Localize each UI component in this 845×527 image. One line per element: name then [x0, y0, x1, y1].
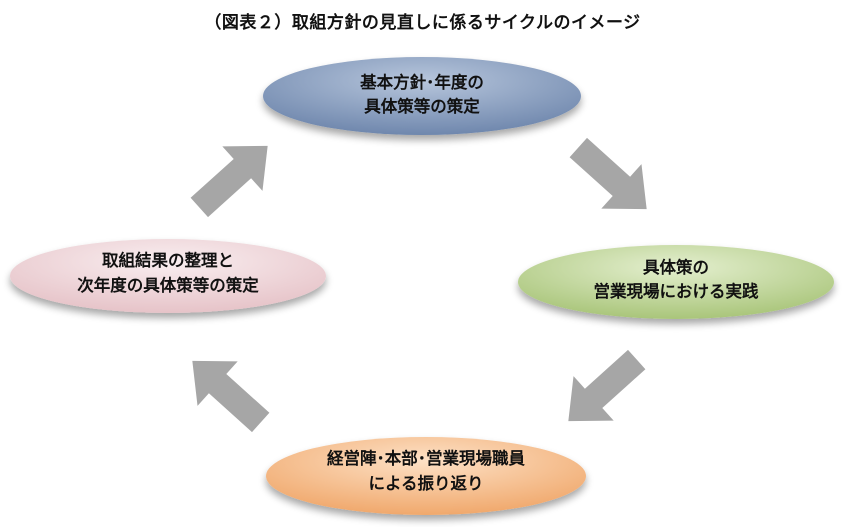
node-right-ellipse — [518, 245, 834, 319]
node-top-ellipse — [263, 57, 581, 135]
node-bottom-ellipse — [266, 437, 586, 515]
node-top-line2: 具体策等の策定 — [364, 96, 480, 116]
node-bottom: 経営陣･本部･営業現場職員 による振り返り — [266, 437, 586, 515]
arrow-right-to-bottom — [548, 337, 657, 444]
node-top: 基本方針･年度の 具体策等の策定 — [263, 57, 581, 135]
node-left: 取組結果の整理と 次年度の具体策等の策定 — [10, 239, 326, 313]
diagram-title: （図表２）取組方針の見直しに係るサイクルのイメージ — [204, 13, 641, 33]
arrow-top-to-right — [558, 125, 667, 232]
arrow-bottom-to-left — [172, 338, 281, 445]
arrow-left-to-top — [179, 123, 288, 230]
node-left-line2: 次年度の具体策等の策定 — [77, 275, 259, 295]
node-left-line1: 取組結果の整理と — [102, 250, 234, 270]
node-top-line1: 基本方針･年度の — [360, 72, 484, 92]
node-bottom-line2: による振り返り — [368, 473, 483, 493]
node-right: 具体策の 営業現場における実践 — [518, 245, 834, 319]
node-right-line1: 具体策の — [643, 257, 709, 277]
node-right-line2: 営業現場における実践 — [594, 281, 760, 301]
node-bottom-line1: 経営陣･本部･営業現場職員 — [327, 448, 526, 468]
node-left-ellipse — [10, 239, 326, 313]
